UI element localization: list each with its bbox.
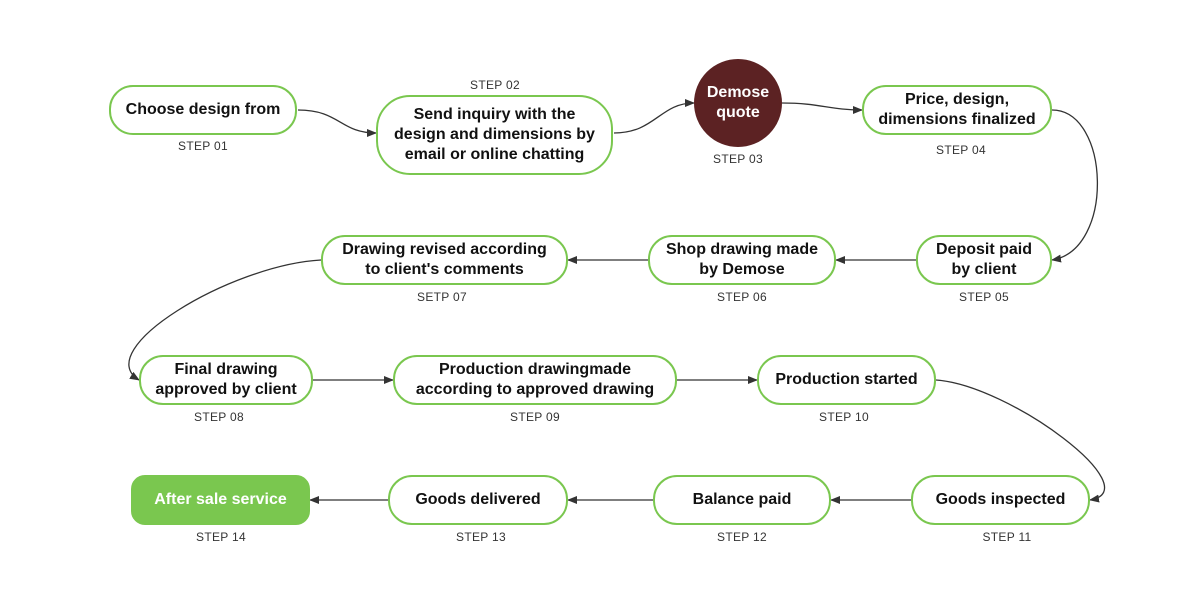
- step-01-text: Choose design from: [125, 101, 281, 118]
- step-02-text: Send inquiry with the design and dimensi…: [394, 106, 595, 163]
- step-04-label: STEP 04: [936, 143, 986, 157]
- step-09-text: Production drawingmade according to appr…: [415, 361, 655, 398]
- connector-04-05: [1051, 109, 1098, 263]
- connector-10-11: [935, 379, 1106, 503]
- step-12-label: STEP 12: [717, 530, 767, 544]
- step-14-node: After sale service: [131, 475, 310, 525]
- step-09-node: Production drawingmade according to appr…: [393, 355, 677, 405]
- connector-07-08: [128, 259, 322, 381]
- step-06-node: Shop drawing made by Demose: [648, 235, 836, 285]
- step-14-text: After sale service: [154, 491, 287, 508]
- step-10-text: Production started: [775, 371, 918, 388]
- step-07-text: Drawing revised according to client's co…: [342, 241, 547, 278]
- step-07-label: SETP 07: [417, 290, 467, 304]
- step-07-node: Drawing revised according to client's co…: [321, 235, 568, 285]
- step-01-node: Choose design from: [109, 85, 297, 135]
- step-10-label: STEP 10: [819, 410, 869, 424]
- step-14-label: STEP 14: [196, 530, 246, 544]
- step-13-label: STEP 13: [456, 530, 506, 544]
- step-02-node: Send inquiry with the design and dimensi…: [376, 95, 613, 175]
- step-11-label: STEP 11: [982, 530, 1032, 544]
- step-01-label: STEP 01: [178, 139, 228, 153]
- step-06-label: STEP 06: [717, 290, 767, 304]
- connector-01-02: [297, 109, 377, 137]
- step-06-text: Shop drawing made by Demose: [665, 241, 818, 278]
- step-10-node: Production started: [757, 355, 936, 405]
- step-04-text: Price, design, dimensions finalized: [878, 91, 1036, 128]
- step-11-node: Goods inspected: [911, 475, 1090, 525]
- step-03-node: Demose quote: [694, 59, 782, 147]
- step-12-text: Balance paid: [692, 491, 792, 508]
- step-08-node: Final drawing approved by client: [139, 355, 313, 405]
- step-08-label: STEP 08: [194, 410, 244, 424]
- step-05-label: STEP 05: [959, 290, 1009, 304]
- step-08-text: Final drawing approved by client: [155, 361, 297, 398]
- step-03-label: STEP 03: [713, 152, 763, 166]
- connector-02-03: [613, 99, 695, 134]
- step-13-text: Goods delivered: [415, 491, 541, 508]
- step-04-node: Price, design, dimensions finalized: [862, 85, 1052, 135]
- step-09-label: STEP 09: [510, 410, 560, 424]
- step-13-node: Goods delivered: [388, 475, 568, 525]
- step-12-node: Balance paid: [653, 475, 831, 525]
- step-02-label: STEP 02: [470, 78, 520, 92]
- step-05-text: Deposit paid by client: [935, 241, 1032, 278]
- step-03-text: Demose quote: [706, 84, 770, 121]
- step-05-node: Deposit paid by client: [916, 235, 1052, 285]
- step-11-text: Goods inspected: [935, 491, 1066, 508]
- connector-03-04: [781, 102, 863, 114]
